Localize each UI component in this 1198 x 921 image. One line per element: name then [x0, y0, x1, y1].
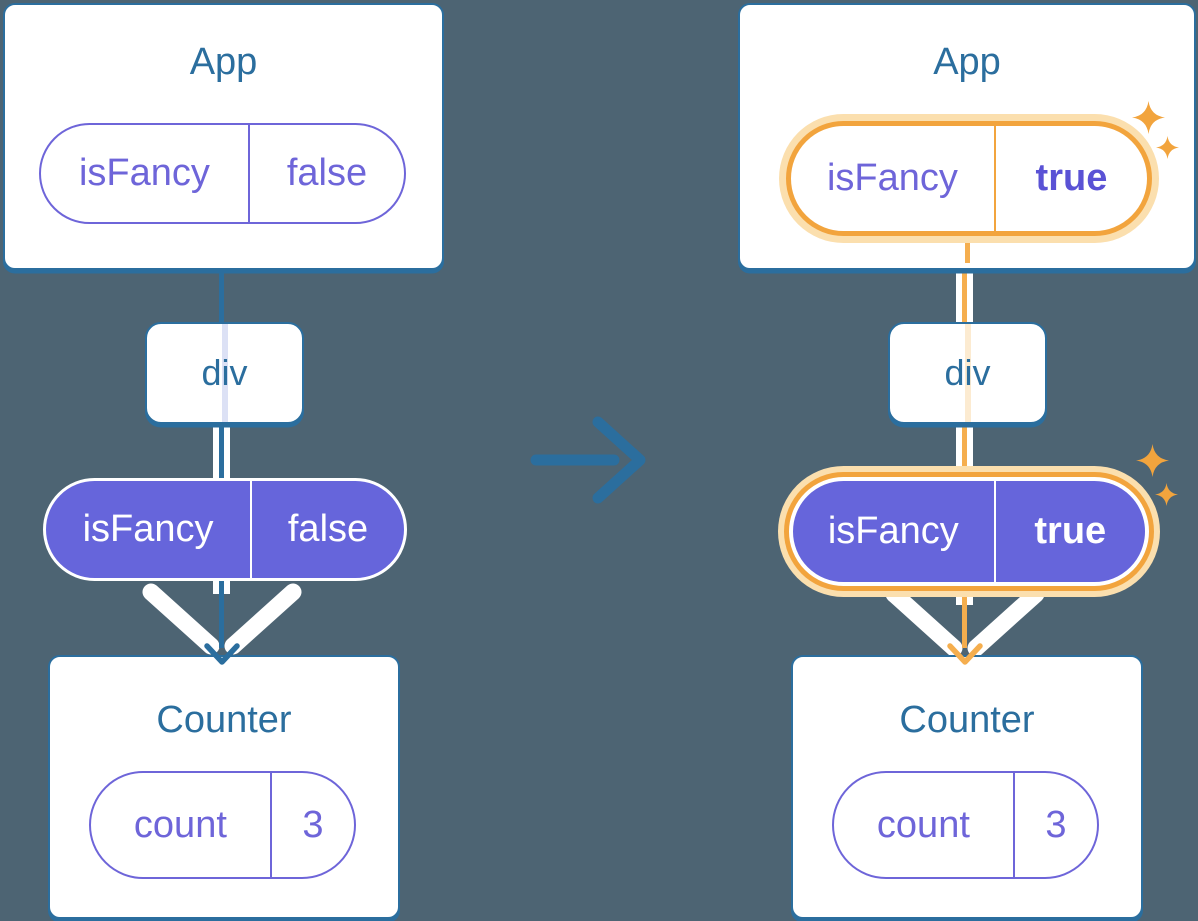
app-prop-pill: isFancy false: [39, 123, 406, 224]
prop-value: true: [993, 126, 1147, 231]
passed-prop-pill-highlighted: isFancy true: [789, 477, 1149, 586]
arrowhead-down-icon: [204, 643, 240, 665]
counter-state-pill: count 3: [832, 771, 1099, 879]
edge-app-to-div: [956, 265, 973, 324]
app-prop-pill-highlighted: isFancy true: [786, 121, 1152, 236]
sparkle-icon: [1156, 136, 1179, 159]
passed-prop-pill: isFancy false: [43, 478, 407, 581]
counter-state-pill: count 3: [89, 771, 356, 879]
white-arrow-chevron-icon: [142, 583, 302, 655]
white-arrow-chevron-icon: [885, 585, 1045, 657]
sparkle-icon: [1155, 483, 1178, 506]
app-title: App: [189, 41, 258, 83]
state-value: 3: [1012, 773, 1097, 877]
sparkle-icon: [1136, 444, 1169, 477]
prop-name: isFancy: [827, 510, 959, 552]
transition-arrow-icon: [530, 416, 646, 504]
counter-title: Counter: [899, 699, 1035, 741]
div-label: div: [201, 352, 248, 393]
div-node: div: [145, 322, 304, 424]
prop-value: false: [250, 481, 404, 578]
arrowhead-down-icon: [947, 643, 983, 665]
counter-card: Counter count 3: [48, 655, 400, 919]
sparkle-icon: [1132, 101, 1165, 134]
prop-flow-line: [964, 235, 970, 263]
prop-name: isFancy: [78, 152, 210, 194]
state-name: count: [133, 803, 227, 846]
prop-through-stripe: [964, 324, 971, 422]
state-name: count: [876, 803, 970, 846]
prop-value: true: [993, 481, 1145, 582]
edge-app-to-div: [219, 265, 224, 324]
prop-flow-line: [962, 591, 967, 648]
prop-through-stripe: [221, 324, 228, 422]
counter-title: Counter: [156, 699, 292, 741]
counter-card: Counter count 3: [791, 655, 1143, 919]
prop-value: false: [247, 125, 404, 222]
app-card: App isFancy false: [3, 3, 444, 270]
prop-name: isFancy: [826, 157, 958, 199]
edge-div-to-prop: [213, 419, 230, 479]
div-node: div: [888, 322, 1047, 424]
edge-div-to-prop: [956, 419, 973, 468]
div-label: div: [944, 352, 991, 393]
prop-name: isFancy: [82, 508, 214, 550]
state-value: 3: [269, 773, 354, 877]
prop-flow-line: [219, 574, 224, 648]
app-card: App isFancy true: [738, 3, 1196, 270]
app-title: App: [933, 41, 1001, 83]
